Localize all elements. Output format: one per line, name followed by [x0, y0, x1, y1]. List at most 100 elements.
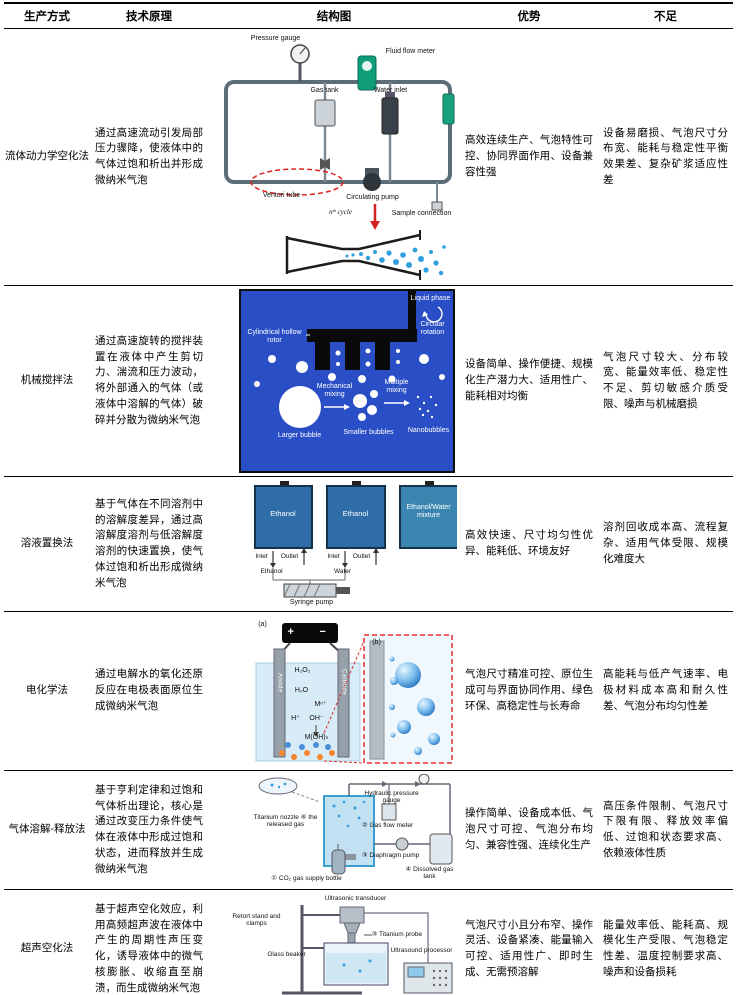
- cathode-electrode: [337, 648, 349, 758]
- col-header-method: 生产方式: [4, 3, 90, 29]
- disadvantages-cell: 能量效率低、能耗高、规模化生产受限、气泡稳定性差、温度控制要求高、噪声和设备损耗: [598, 889, 733, 995]
- rotor-bar: [306, 329, 417, 342]
- principle-cell: 通过高速旋转的搅拌装置在液体中产生剪切力、湍流和压力波动，将外部通入的气体（或液…: [90, 285, 208, 477]
- method-cell: 流体动力学空化法: [5, 150, 89, 163]
- ethanol-tank-2: [325, 485, 386, 549]
- ultrasound-processor-label: Ultrasound processor: [390, 947, 453, 954]
- dissolution-release-graphic: [258, 774, 452, 875]
- oh-ion-label: OH⁻: [309, 715, 324, 722]
- titanium-probe-label: ③ Titanium probe: [371, 931, 423, 938]
- mechanical-mixing-label: Mechanical mixing: [316, 383, 353, 399]
- principle-cell: 通过电解水的氧化还原反应在电极表面原位生成微纳米气泡: [90, 611, 208, 771]
- diagram-electrochemical: (a) + − Anode Cathode H₂O₂ H₂O Mⁿ⁺ H⁺ OH…: [212, 615, 457, 767]
- pressure-gauge-label: Pressure gauge: [250, 35, 301, 42]
- principle-cell: 基于超声空化效应，利用高频超声波在液体中产生的周期性声压变化，诱导液体中的微气核…: [90, 889, 208, 995]
- advantages-cell: 操作简单、设备成本低、气泡尺寸可控、气泡分布均匀、兼容性强、连续化生产: [460, 770, 598, 890]
- circular-rotation-icon: [424, 306, 443, 323]
- diagram-cell: Liquid phase Circular rotation Cylindric…: [208, 285, 460, 477]
- sample-connection-label: Sample connection: [391, 210, 452, 217]
- stirring-graphic: [238, 289, 455, 473]
- advantages-cell: 气泡尺寸精准可控、原位生成可与界面协同作用、绿色环保、高稳定性与长寿命: [460, 611, 598, 771]
- diagram-ultrasonic-cavitation: Ultrasonic transducer ③ Titanium probe G…: [212, 893, 457, 995]
- venturi-tube-label: Venturi tube: [262, 192, 301, 199]
- water-feed-label: Water: [333, 568, 352, 575]
- sample-connection-icon: [431, 201, 442, 211]
- glass-beaker-label: Glass beaker: [267, 951, 306, 958]
- circular-rotation-label: Circular rotation: [420, 321, 445, 337]
- moh-label: M(OH)ₙ: [304, 734, 329, 741]
- disadvantages-cell: 设备易磨损、气泡尺寸分布宽、能耗与稳定性平衡效果差、复杂矿浆适应性差: [603, 126, 728, 186]
- zoom-electrode: [369, 640, 384, 760]
- tank1-label: Ethanol: [270, 509, 296, 518]
- diagram-mechanical-stirring: Liquid phase Circular rotation Cylindric…: [212, 289, 457, 473]
- col-header-principle: 技术原理: [90, 3, 208, 29]
- transducer-icon: [339, 906, 364, 924]
- col-header-disadvantages: 不足: [598, 3, 733, 29]
- nth-cycle-label: nᵗʰ cycle: [329, 208, 352, 216]
- syringe-pump-label: Syringe pump: [289, 599, 334, 606]
- circulating-pump-icon: [362, 173, 381, 191]
- diaphragm-pump-icon: [395, 837, 408, 851]
- smaller-bubbles-label: Smaller bubbles: [343, 429, 394, 436]
- cavitation-bubbles: [345, 245, 446, 276]
- ultrasonic-setup-graphic: [281, 905, 452, 995]
- battery-plus: +: [287, 626, 294, 638]
- diagram-hydrodynamic-cavitation: Pressure gauge Fluid flow meter Gas tank…: [212, 32, 457, 282]
- method-cell: 超声空化法: [4, 889, 90, 995]
- row-electrochemical: 电化学法 通过电解水的氧化还原反应在电极表面原位生成微纳米气泡: [4, 611, 733, 771]
- surface-bubbles: [388, 656, 440, 755]
- outlet2-label: Outlet: [352, 553, 371, 560]
- panel-a-label: (a): [258, 621, 267, 628]
- gas-tank-label: Gas tank: [310, 87, 339, 94]
- row-ultrasonic-cavitation: 超声空化法 基于超声空化效应，利用高频超声波在液体中产生的周期性声压变化，诱导液…: [4, 889, 733, 995]
- diagram-gas-dissolution: Titanium nozzle ⑥ the released gas Hydra…: [212, 774, 457, 886]
- ethanol-feed-label: Ethanol: [260, 568, 283, 575]
- row-solution-displacement: 溶液置换法 基于气体在不同溶剂中的溶解度差异，通过高溶解度溶剂与低溶解度溶剂的快…: [4, 476, 733, 612]
- diagram-cell: Titanium nozzle ⑥ the released gas Hydra…: [208, 770, 460, 890]
- header-row: 生产方式 技术原理 结构图 优势 不足: [4, 3, 733, 29]
- bubble-inset-oval: [258, 777, 297, 795]
- advantages-cell: 高效快速、尺寸均匀性优异、能耗低、环境友好: [460, 476, 598, 612]
- dissolved-tank-label: ④ Dissolved gas tank: [405, 866, 454, 881]
- diaphragm-pump-label: ③ Diaphragm pump: [361, 852, 420, 859]
- rotor-label: Cylindrical hollow rotor: [247, 329, 302, 345]
- transducer-label: Ultrasonic transducer: [324, 895, 387, 902]
- retort-stand-label: Retort stand and clamps: [232, 913, 281, 928]
- principle-cell: 基于气体在不同溶剂中的溶解度差异，通过高溶解度溶剂与低溶解度溶剂的快速置换，使气…: [90, 476, 208, 612]
- advantages-cell: 高效连续生产、气泡特性可控、协同界面作用、设备兼容性强: [465, 134, 593, 178]
- gas-flow-meter-label: ② Gas flow meter: [361, 822, 414, 829]
- electrolysis-graphic: [255, 623, 453, 764]
- method-cell: 机械搅拌法: [4, 285, 90, 477]
- tank3-label: Ethanol/Water mixture: [406, 504, 451, 520]
- anode-label: Anode: [276, 673, 283, 693]
- mn-label: Mⁿ⁺: [314, 701, 327, 708]
- larger-bubble: [278, 386, 321, 428]
- outlet1-label: Outlet: [280, 553, 299, 560]
- principle-cell: 通过高速流动引发局部压力骤降，使液体中的气体过饱和析出并形成微纳米气泡: [95, 126, 203, 186]
- method-cell: 气体溶解-释放法: [4, 770, 90, 890]
- bubbles: [253, 348, 445, 428]
- gas-flow-meter-icon: [381, 803, 396, 821]
- liquid-phase-label: Liquid phase: [410, 295, 451, 302]
- disadvantages-cell: 溶剂回收成本高、流程复杂、适用气体受限、规模化难度大: [598, 476, 733, 612]
- circulating-pump-label: Circulating pump: [346, 194, 399, 201]
- cavitation-loop-graphic: [223, 44, 454, 280]
- h2o2-label: H₂O₂: [294, 667, 311, 674]
- diagram-cell: (a) + − Anode Cathode H₂O₂ H₂O Mⁿ⁺ H⁺ OH…: [208, 611, 460, 771]
- diagram-cell: Ethanol Ethanol Ethanol/Water mixture In…: [208, 476, 460, 612]
- principle-cell: 基于亨利定律和过饱和气体析出理论，核心是通过改变压力条件使气体在液体中形成过饱和…: [90, 770, 208, 890]
- method-cell: 电化学法: [4, 611, 90, 771]
- right-instrument-icon: [442, 93, 454, 125]
- cathode-label: Cathode: [340, 669, 347, 696]
- venturi-highlight-ellipse: [249, 168, 344, 196]
- row-gas-dissolution-release: 气体溶解-释放法 基于亨利定律和过饱和气体析出理论，核心是通过改变压力条件使气体…: [4, 770, 733, 890]
- battery-minus: −: [319, 626, 326, 638]
- inlet2-label: Inlet: [327, 553, 340, 560]
- battery-icon: [281, 623, 338, 643]
- co2-bottle-icon: [331, 849, 345, 875]
- disadvantages-cell: 气泡尺寸较大、分布较宽、能量效率低、稳定性不足、剪切敏感介质受限、噪声与机械磨损: [598, 285, 733, 477]
- titanium-nozzle-icon: [341, 854, 356, 860]
- advantages-cell: 气泡尺寸小且分布窄、操作灵活、设备紧凑、能量输入可控、适用性广、即时生成、无需预…: [460, 889, 598, 995]
- hydraulic-gauge-icon: [418, 774, 429, 785]
